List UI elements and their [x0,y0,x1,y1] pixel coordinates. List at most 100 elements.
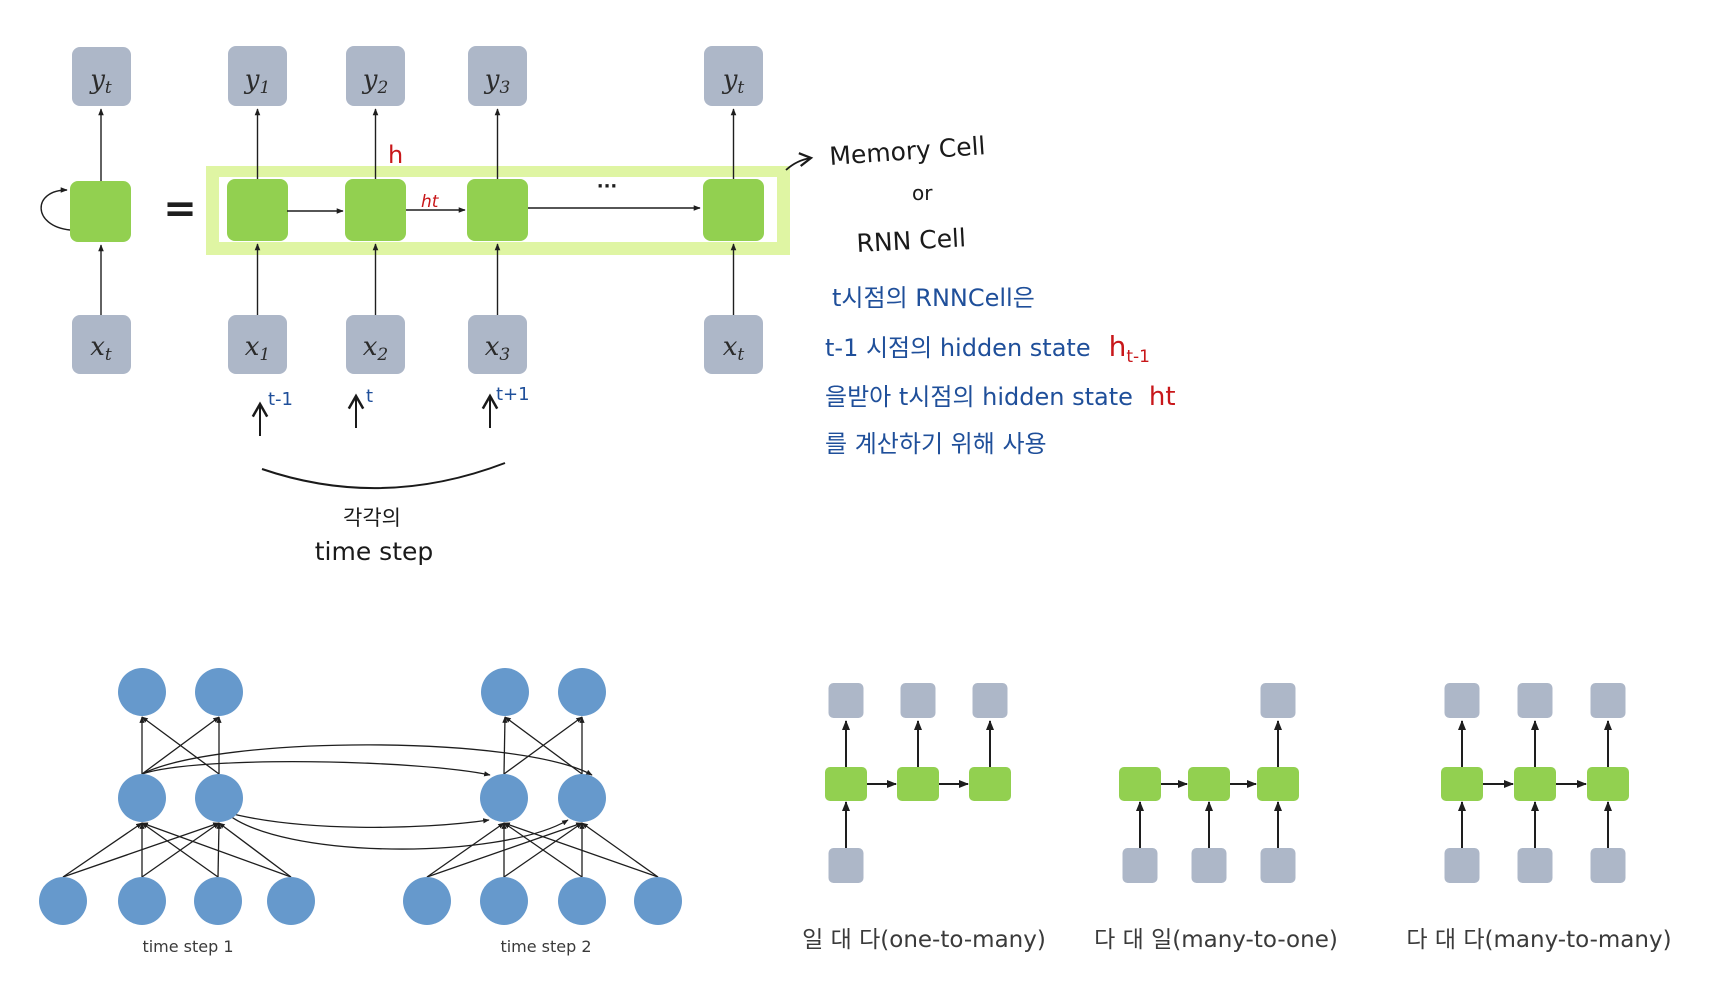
input-box [1444,848,1480,883]
timestep-marker-1: t-1 [268,389,293,410]
network-caption-2: time step 2 [500,937,591,956]
annotation-ht: ht [421,192,440,212]
output-box [900,683,936,718]
timestep-block-2 [403,668,682,925]
recurrent-edge [224,811,569,850]
rnn-cell [1514,767,1556,801]
timestep-label-line-1: 각각의 [343,506,401,530]
input-label: x1 [245,332,271,365]
input-box [228,315,287,374]
input-neuron [558,877,606,925]
output-box [704,46,763,106]
input-label: x3 [485,332,511,365]
output-box [1444,683,1480,718]
input-neuron [267,877,315,925]
output-neuron [195,668,243,716]
output-box [1260,683,1296,718]
or-label: or [912,181,933,205]
output-box [468,46,527,106]
input-hidden-edge [218,822,292,878]
input-box [1191,848,1227,883]
output-box [972,683,1008,718]
rnn-cell [1587,767,1629,801]
folded-output-box [72,47,131,106]
input-box [704,315,763,374]
recurrent-edge [141,761,491,777]
explanation-line-1: t시점의 RNNCell은 [832,284,1035,312]
memory-cell-note: Memory Cell or RNN Cell [828,131,986,258]
folded-input-label: xt [90,332,112,365]
ellipsis: ··· [597,176,618,197]
input-label: xt [723,332,745,365]
folded-rnn: yt xt [40,47,131,374]
folded-input-box [72,315,131,374]
output-neuron [481,668,529,716]
rnn-types [825,683,1629,883]
rnn-type-caption-2: 다 대 일(many-to-one) [1094,927,1338,953]
timestep-markers: t-1 t t+1 각각의 time step [251,384,530,566]
input-neuron [194,877,242,925]
output-box [346,46,405,106]
input-neuron [480,877,528,925]
output-label: y2 [362,65,389,98]
input-box [828,848,864,883]
output-box [828,683,864,718]
recurrent-loop-arrow [40,187,71,231]
rnn-type-1 [825,683,1011,883]
memory-cell-pointer-arrow [785,152,814,171]
hidden-neuron [480,774,528,822]
rnn-cell [825,767,867,801]
input-box [1517,848,1553,883]
input-hidden-edge [426,822,505,878]
input-hidden-edge [581,822,659,878]
equals-sign: = [163,186,197,232]
input-hidden-edge [141,822,292,878]
rnn-cell [969,767,1011,801]
output-box [1590,683,1626,718]
input-hidden-edge [503,822,583,878]
rnn-cell [227,179,288,241]
input-hidden-edge [503,822,659,878]
timestep-marker-3: t+1 [496,384,530,405]
input-label: x2 [363,332,389,365]
rnn-cell [703,179,764,241]
timestep-brace [261,462,506,490]
unrolled-step: y1 x1 [227,46,288,374]
hidden-neuron [558,774,606,822]
hidden-neuron [195,774,243,822]
input-neuron [39,877,87,925]
rnn-cell-label: RNN Cell [856,223,967,258]
timestep-block-1 [39,668,315,925]
rnn-cell [1257,767,1299,801]
input-hidden-edge [62,822,220,878]
folded-rnn-cell [70,181,131,242]
rnn-type-3 [1441,683,1629,883]
recurrent-edge [141,744,593,776]
rnn-cell [897,767,939,801]
rnn-cell [345,179,406,241]
rnn-cell [1119,767,1161,801]
input-box [1122,848,1158,883]
network-edges [62,716,659,878]
timestep-label-line-2: time step [315,537,434,566]
input-hidden-edge [62,822,143,878]
input-neuron [634,877,682,925]
rnn-cell [467,179,528,241]
input-box [346,315,405,374]
annotation-h: h [388,141,403,169]
output-label: y1 [244,65,271,98]
input-box [1590,848,1626,883]
memory-cell-label: Memory Cell [828,131,986,171]
output-neuron [558,668,606,716]
hidden-output-edge [504,716,583,775]
explanation-line-4: 를 계산하기 위해 사용 [825,430,1047,458]
output-neuron [118,668,166,716]
network-caption-1: time step 1 [142,937,233,956]
